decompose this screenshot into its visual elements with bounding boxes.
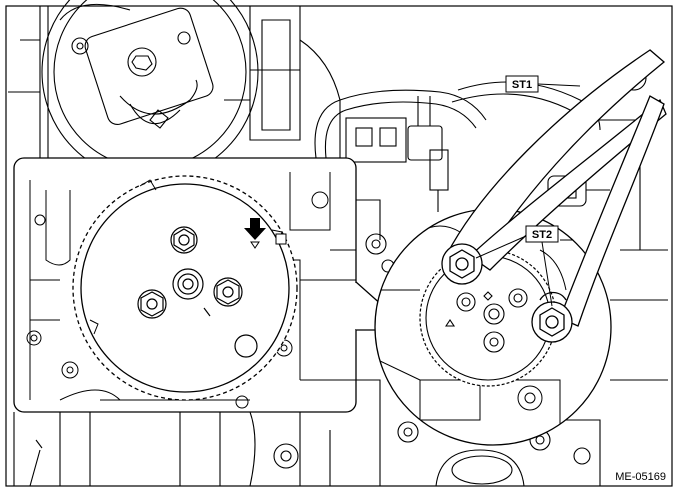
camshaft-sprocket-detail xyxy=(72,175,298,401)
label-st1: ST1 xyxy=(505,75,581,93)
svg-text:ST1: ST1 xyxy=(512,79,532,91)
detail-callout-box xyxy=(13,157,357,413)
figure-id: ME-05169 xyxy=(615,471,666,483)
triangle-mark-icon xyxy=(250,241,260,249)
tool-st1-wrench xyxy=(441,49,667,343)
down-arrow-icon xyxy=(244,218,266,240)
label-st2: ST2 xyxy=(475,225,559,307)
svg-text:ST2: ST2 xyxy=(532,229,552,241)
